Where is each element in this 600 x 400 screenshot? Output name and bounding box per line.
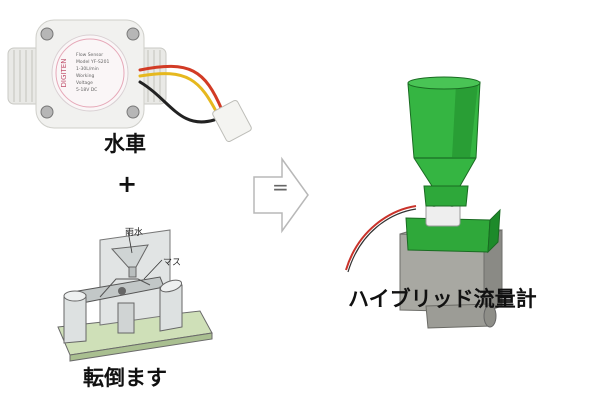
leader-rain xyxy=(127,230,133,254)
mass-callout: マス xyxy=(163,258,182,268)
svg-text:Voltage: Voltage xyxy=(76,80,93,86)
meter-housing xyxy=(423,185,469,207)
tipping-bucket-illustration xyxy=(57,229,213,362)
cylinder-left xyxy=(63,294,87,344)
pivot-icon xyxy=(118,287,126,295)
result-arrow xyxy=(253,156,309,234)
bolt-icon xyxy=(40,105,54,119)
svg-text:1-30L/min: 1-30L/min xyxy=(76,66,99,72)
svg-text:Model YF-S201: Model YF-S201 xyxy=(76,59,109,65)
sensor-wires xyxy=(138,64,224,124)
bolt-icon xyxy=(126,27,140,41)
rain-callout: 雨水 xyxy=(125,228,144,238)
bolt-icon xyxy=(126,105,140,119)
waterwheel-label: 水車 xyxy=(104,132,146,156)
sensor-label-disk xyxy=(51,34,129,112)
sensor-connector xyxy=(212,99,252,143)
leader-mass xyxy=(143,259,163,280)
equals-sign: = xyxy=(272,175,289,199)
meter-funnel-rim xyxy=(407,76,481,90)
hybrid-meter-illustration xyxy=(345,76,503,329)
tipping-bucket-label: 転倒ます xyxy=(83,366,167,390)
flow-sensor-illustration: DIGITEN Flow Sensor Model YF-S201 1-30L/… xyxy=(7,19,252,143)
plus-sign: + xyxy=(117,170,138,198)
svg-text:Working: Working xyxy=(76,73,94,79)
hybrid-meter-label: ハイブリッド流量計 xyxy=(348,287,537,311)
meter-wire xyxy=(345,205,417,271)
sensor-brand: DIGITEN xyxy=(60,59,68,88)
sensor-spec-lines: Flow Sensor Model YF-S201 1-30L/min Work… xyxy=(76,52,109,93)
bolt-icon xyxy=(40,27,54,41)
svg-text:5-18V DC: 5-18V DC xyxy=(76,87,97,93)
svg-text:Flow Sensor: Flow Sensor xyxy=(76,52,103,58)
pipe-thread-left xyxy=(13,50,33,102)
center-post xyxy=(117,302,135,334)
